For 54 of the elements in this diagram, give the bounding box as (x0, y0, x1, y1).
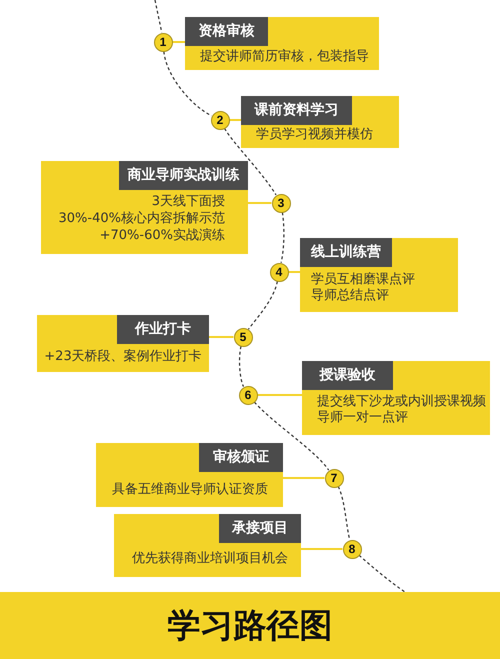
dashed-path-line (248, 281, 278, 330)
step-description: 导师总结点评 (311, 288, 389, 304)
dashed-path-line (163, 51, 212, 116)
step-card (302, 361, 490, 435)
step-card (96, 443, 283, 507)
step-number-circle: 6 (238, 386, 258, 404)
step-title: 承接项目 (219, 514, 301, 543)
dashed-path-line (238, 346, 244, 387)
connector-line (172, 41, 185, 43)
step-number-circle: 7 (324, 468, 344, 488)
connector-line (288, 271, 300, 273)
dashed-path-line (154, 0, 162, 33)
step-number-circle: 2 (210, 110, 230, 130)
connector-line (283, 477, 324, 479)
step-number-circle: 4 (270, 262, 288, 282)
step-title: 商业导师实战训练 (119, 161, 248, 190)
step-title: 资格审核 (185, 17, 268, 46)
step-title: 课前资料学习 (241, 96, 352, 125)
connector-line (230, 119, 241, 121)
step-card (114, 514, 301, 577)
step-card (241, 96, 399, 148)
step-description: 提交线下沙龙或内训授课视频 (317, 394, 486, 410)
connector-line (301, 548, 342, 550)
step-title: 授课验收 (302, 361, 393, 390)
dashed-path-line (358, 554, 406, 592)
step-title: 作业打卡 (117, 315, 209, 344)
connector-line (248, 202, 272, 204)
dashed-path-line (224, 128, 277, 196)
dashed-path-line (254, 402, 330, 470)
step-description: 30%-40%核心内容拆解示范 (58, 210, 225, 226)
step-card (41, 161, 248, 254)
step-description: 提交讲师简历审核，包装指导 (200, 48, 369, 64)
title: 学习路径图 (168, 604, 332, 646)
step-title: 审核颁证 (199, 443, 283, 472)
connector-line (209, 336, 234, 338)
step-description: 3天线下面授 (152, 192, 225, 210)
step-card (300, 238, 458, 312)
dashed-path-line (338, 486, 350, 540)
step-description: +70%-60%实战演练 (100, 226, 225, 244)
step-card (185, 17, 379, 70)
step-number-circle: 5 (234, 328, 252, 346)
step-description: 学员互相磨课点评 (311, 272, 415, 288)
step-description: 优先获得商业培训项目机会 (132, 550, 288, 566)
step-number-circle: 1 (154, 32, 172, 52)
step-description: +23天桥段、案例作业打卡 (44, 348, 202, 364)
step-description: 学员学习视频并模仿 (256, 126, 373, 142)
step-description: 导师一对一点评 (317, 410, 408, 426)
connector-line (258, 394, 302, 396)
step-card (37, 315, 209, 372)
step-title: 线上训练营 (300, 238, 392, 267)
step-number-circle: 8 (342, 540, 362, 558)
step-description: 具备五维商业导师认证资质 (112, 480, 268, 498)
dashed-path-line (280, 212, 284, 263)
step-number-circle: 3 (272, 194, 290, 212)
